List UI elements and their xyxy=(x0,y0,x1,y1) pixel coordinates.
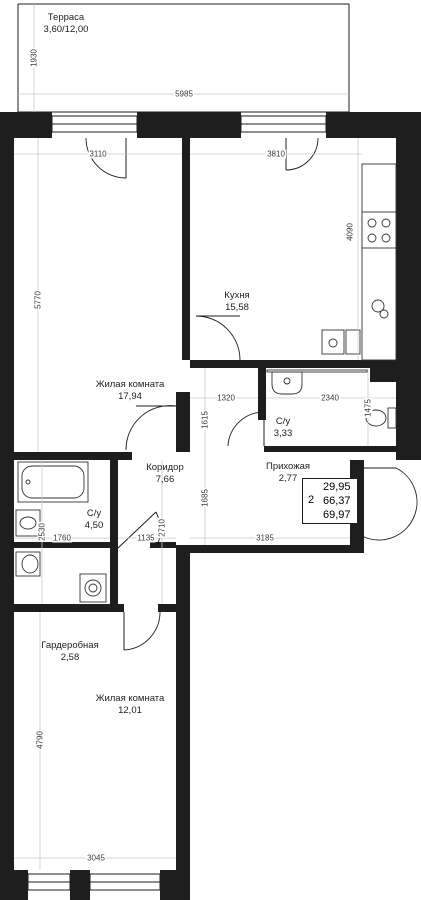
dim-corridor-1615: 1615 xyxy=(200,410,210,430)
room-area: 15,58 xyxy=(225,302,249,313)
interior-walls xyxy=(14,138,396,612)
room-name: Прихожая xyxy=(265,461,311,472)
exterior-walls xyxy=(0,112,421,900)
room-hallway: Прихожая 2,77 xyxy=(266,461,310,485)
dim-bath-2-depth: 2530 xyxy=(37,522,47,542)
dim-living-2-width: 3045 xyxy=(86,853,106,863)
room-kitchen: Кухня 15,58 xyxy=(224,290,249,314)
dim-terrace-width: 5985 xyxy=(174,89,194,99)
dim-bath-1-width: 2340 xyxy=(320,393,340,403)
room-name: Кухня xyxy=(224,290,250,301)
room-area: 3,33 xyxy=(273,428,293,439)
rooms-count: 2 xyxy=(307,494,315,506)
area-values: 29,95 66,37 69,97 xyxy=(323,480,351,522)
dim-bath-1-depth: 1475 xyxy=(363,398,373,418)
dim-kitchen-width: 3810 xyxy=(266,149,286,159)
kitchen-fixtures xyxy=(321,163,397,361)
room-area: 3,60/12,00 xyxy=(43,24,89,35)
room-area: 7,66 xyxy=(155,474,175,485)
room-name: Терраса xyxy=(47,12,85,23)
windows xyxy=(27,115,327,891)
bathroom-fixtures xyxy=(15,369,397,603)
room-name: Жилая комната xyxy=(95,379,165,390)
dim-bath-2-width: 1760 xyxy=(52,533,72,543)
dim-corridor-1685: 1685 xyxy=(200,488,210,508)
room-terrace: Терраса 3,60/12,00 xyxy=(44,12,89,36)
dim-corridor-1135: 1135 xyxy=(136,533,156,543)
room-bath-2: С/у 4,50 xyxy=(85,508,104,532)
dim-terrace-depth: 1930 xyxy=(29,48,39,68)
room-area: 17,94 xyxy=(118,391,142,402)
room-name: Гардеробная xyxy=(41,640,99,651)
dim-living-1-length: 5770 xyxy=(33,290,43,310)
room-area: 12,01 xyxy=(118,705,142,716)
room-name: С/у xyxy=(86,508,102,519)
room-name: С/у xyxy=(275,416,291,427)
area-living: 29,95 xyxy=(323,481,351,493)
room-area: 4,50 xyxy=(84,520,104,531)
room-name: Жилая комната xyxy=(95,693,165,704)
dim-living-2-length: 4790 xyxy=(35,730,45,750)
area-with-terrace: 69,97 xyxy=(323,509,351,521)
dim-living-1-width: 3110 xyxy=(88,149,108,159)
room-area: 2,77 xyxy=(278,473,298,484)
dim-corridor-1320: 1320 xyxy=(216,393,236,403)
room-name: Коридор xyxy=(146,462,184,473)
dim-kitchen-depth: 4090 xyxy=(345,222,355,242)
dim-hallway-width: 3185 xyxy=(255,533,275,543)
room-wardrobe: Гардеробная 2,58 xyxy=(41,640,98,664)
dim-corridor-2710: 2710 xyxy=(157,518,167,538)
room-bath-1: С/у 3,33 xyxy=(274,416,293,440)
area-total: 66,37 xyxy=(323,495,351,507)
room-living-1: Жилая комната 17,94 xyxy=(96,379,165,403)
room-corridor: Коридор 7,66 xyxy=(146,462,184,486)
room-area: 2,58 xyxy=(60,652,80,663)
room-living-2: Жилая комната 12,01 xyxy=(96,693,165,717)
area-summary: 2 29,95 66,37 69,97 xyxy=(302,478,358,524)
